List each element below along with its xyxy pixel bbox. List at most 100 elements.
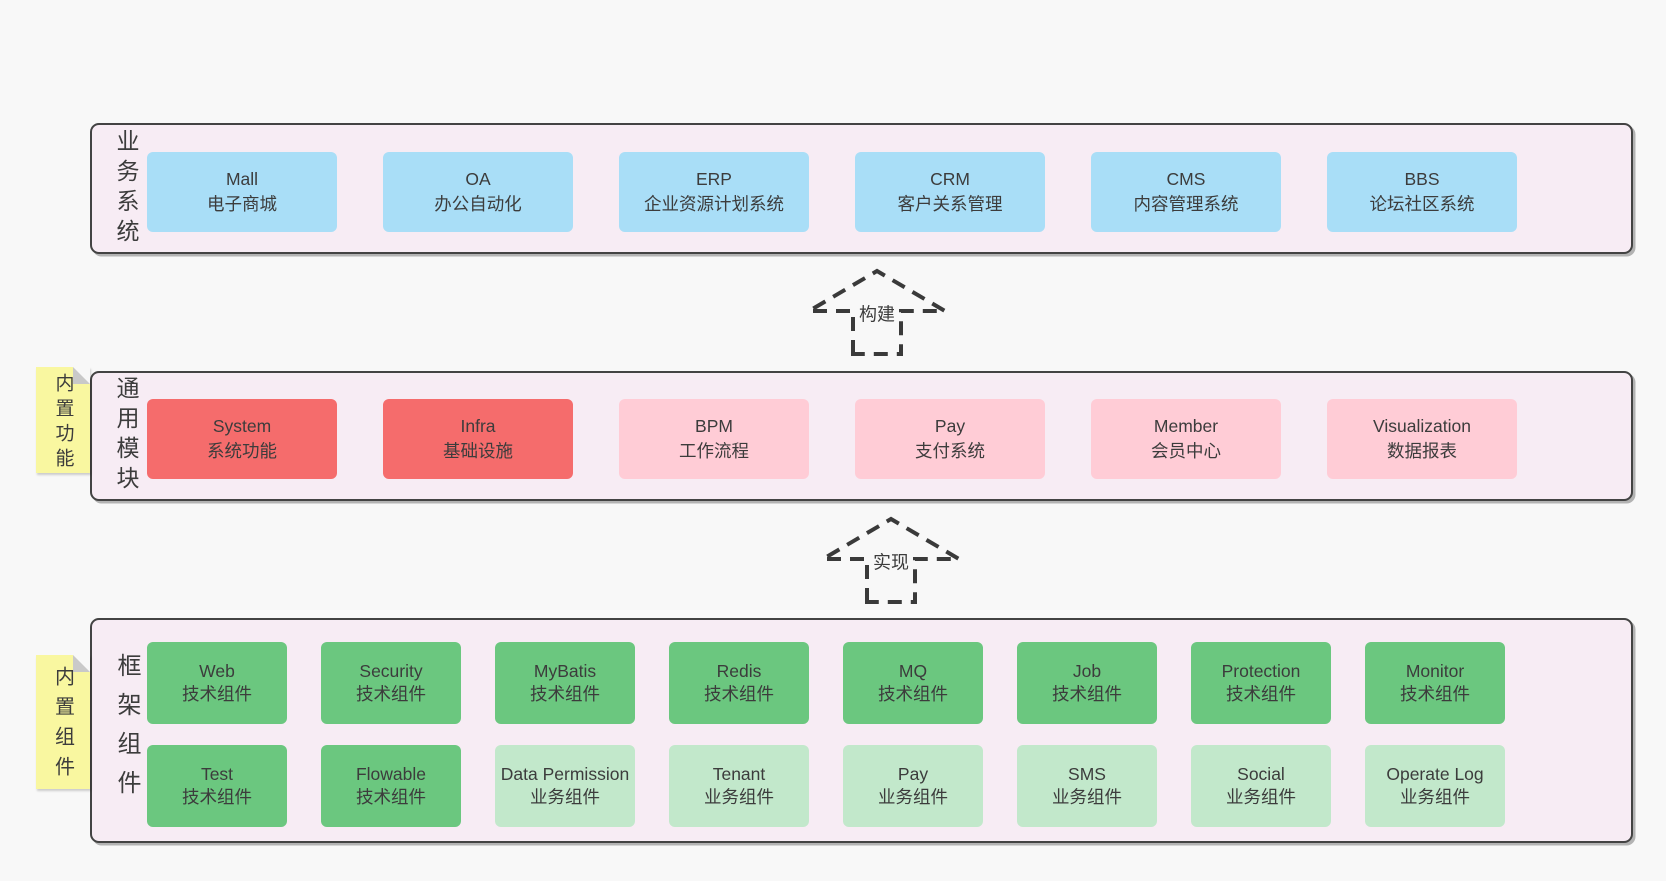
- box-title: Monitor: [1405, 661, 1465, 681]
- box-subtitle: 技术组件: [356, 787, 426, 807]
- box-subtitle: 论坛社区系统: [1369, 194, 1475, 214]
- box-title: BPM: [695, 416, 733, 436]
- box-visualization: Visualization 数据报表: [1327, 399, 1517, 479]
- box-title: Test: [200, 764, 234, 784]
- box-sms: SMS 业务组件: [1017, 745, 1157, 827]
- box-title: CRM: [930, 169, 970, 189]
- common-modules-row: System 系统功能 Infra 基础设施 BPM 工作流程 Pay 支付系统 Member 会…: [147, 399, 1517, 479]
- box-title: Social: [1237, 764, 1285, 784]
- box-title: SMS: [1068, 764, 1106, 784]
- box-subtitle: 技术组件: [182, 684, 252, 704]
- box-title: Job: [1072, 661, 1102, 681]
- box-title: Infra: [460, 416, 496, 436]
- build-arrow: 构建: [806, 268, 948, 356]
- box-pay: Pay 业务组件: [843, 745, 983, 827]
- box-title: Visualization: [1373, 416, 1471, 436]
- folded-corner-icon: [73, 655, 90, 672]
- box-title: Mall: [225, 169, 259, 189]
- box-subtitle: 数据报表: [1387, 441, 1457, 461]
- box-subtitle: 系统功能: [207, 441, 277, 461]
- box-mybatis: MyBatis 技术组件: [495, 642, 635, 724]
- band-label-business-systems: 业务系统: [113, 128, 139, 249]
- box-pay: Pay 支付系统: [855, 399, 1045, 479]
- box-subtitle: 内容管理系统: [1133, 194, 1239, 214]
- box-title: Tenant: [712, 764, 766, 784]
- box-protection: Protection 技术组件: [1191, 642, 1331, 724]
- box-subtitle: 业务组件: [1226, 787, 1296, 807]
- dashed-up-arrow-icon: [806, 268, 948, 356]
- box-monitor: Monitor 技术组件: [1365, 642, 1505, 724]
- box-subtitle: 电子商城: [207, 194, 277, 214]
- box-title: ERP: [696, 169, 732, 189]
- band-common-modules: 通用模块 System 系统功能 Infra 基础设施 BPM 工作流程 Pay 支付系统 Me…: [90, 371, 1633, 501]
- box-subtitle: 工作流程: [679, 441, 749, 461]
- box-operate-log: Operate Log 业务组件: [1365, 745, 1505, 827]
- build-arrow-label: 构建: [856, 300, 898, 327]
- sticky-note-text: 内置组件: [51, 666, 74, 787]
- box-subtitle: 支付系统: [915, 441, 985, 461]
- box-oa: OA 办公自动化: [383, 152, 573, 232]
- box-mq: MQ 技术组件: [843, 642, 983, 724]
- folded-corner-icon: [73, 367, 90, 384]
- box-subtitle: 技术组件: [1400, 684, 1470, 704]
- sticky-note-text: 内置功能: [52, 373, 74, 474]
- box-title: Web: [199, 661, 235, 681]
- box-title: Operate Log: [1386, 764, 1484, 784]
- box-mall: Mall 电子商城: [147, 152, 337, 232]
- box-title: CMS: [1166, 169, 1206, 189]
- box-title: Data Permission: [500, 764, 630, 784]
- box-title: OA: [465, 169, 491, 189]
- box-subtitle: 业务组件: [530, 787, 600, 807]
- box-subtitle: 基础设施: [443, 441, 513, 461]
- box-system: System 系统功能: [147, 399, 337, 479]
- box-title: BBS: [1404, 169, 1440, 189]
- box-subtitle: 技术组件: [878, 684, 948, 704]
- box-subtitle: 技术组件: [1052, 684, 1122, 704]
- box-subtitle: 办公自动化: [434, 194, 522, 214]
- box-job: Job 技术组件: [1017, 642, 1157, 724]
- box-title: Pay: [897, 764, 929, 784]
- box-flowable: Flowable 技术组件: [321, 745, 461, 827]
- box-title: MQ: [898, 661, 928, 681]
- box-subtitle: 技术组件: [530, 684, 600, 704]
- box-title: Pay: [934, 416, 966, 436]
- box-subtitle: 业务组件: [1400, 787, 1470, 807]
- box-title: Member: [1153, 416, 1219, 436]
- band-label-common-modules: 通用模块: [113, 376, 139, 496]
- box-subtitle: 会员中心: [1151, 441, 1221, 461]
- box-subtitle: 业务组件: [1052, 787, 1122, 807]
- box-member: Member 会员中心: [1091, 399, 1281, 479]
- band-label-framework-components: 框架组件: [113, 652, 140, 809]
- box-title: System: [212, 416, 272, 436]
- box-title: MyBatis: [533, 661, 597, 681]
- box-infra: Infra 基础设施: [383, 399, 573, 479]
- box-social: Social 业务组件: [1191, 745, 1331, 827]
- box-subtitle: 业务组件: [878, 787, 948, 807]
- box-title: Security: [359, 661, 423, 681]
- sticky-note-builtin-features: 内置功能: [36, 367, 90, 473]
- box-bbs: BBS 论坛社区系统: [1327, 152, 1517, 232]
- box-subtitle: 企业资源计划系统: [644, 194, 784, 214]
- box-subtitle: 技术组件: [1226, 684, 1296, 704]
- box-subtitle: 技术组件: [356, 684, 426, 704]
- band-framework-components: 框架组件 Web 技术组件 Security 技术组件 MyBatis 技术组件 Redis…: [90, 618, 1633, 843]
- box-web: Web 技术组件: [147, 642, 287, 724]
- box-cms: CMS 内容管理系统: [1091, 152, 1281, 232]
- implement-arrow-label: 实现: [870, 548, 912, 575]
- sticky-note-builtin-components: 内置组件: [36, 655, 90, 789]
- box-title: Protection: [1221, 661, 1301, 681]
- box-data-permission: Data Permission 业务组件: [495, 745, 635, 827]
- dashed-up-arrow-icon: [820, 516, 962, 604]
- box-bpm: BPM 工作流程: [619, 399, 809, 479]
- box-security: Security 技术组件: [321, 642, 461, 724]
- box-title: Flowable: [355, 764, 427, 784]
